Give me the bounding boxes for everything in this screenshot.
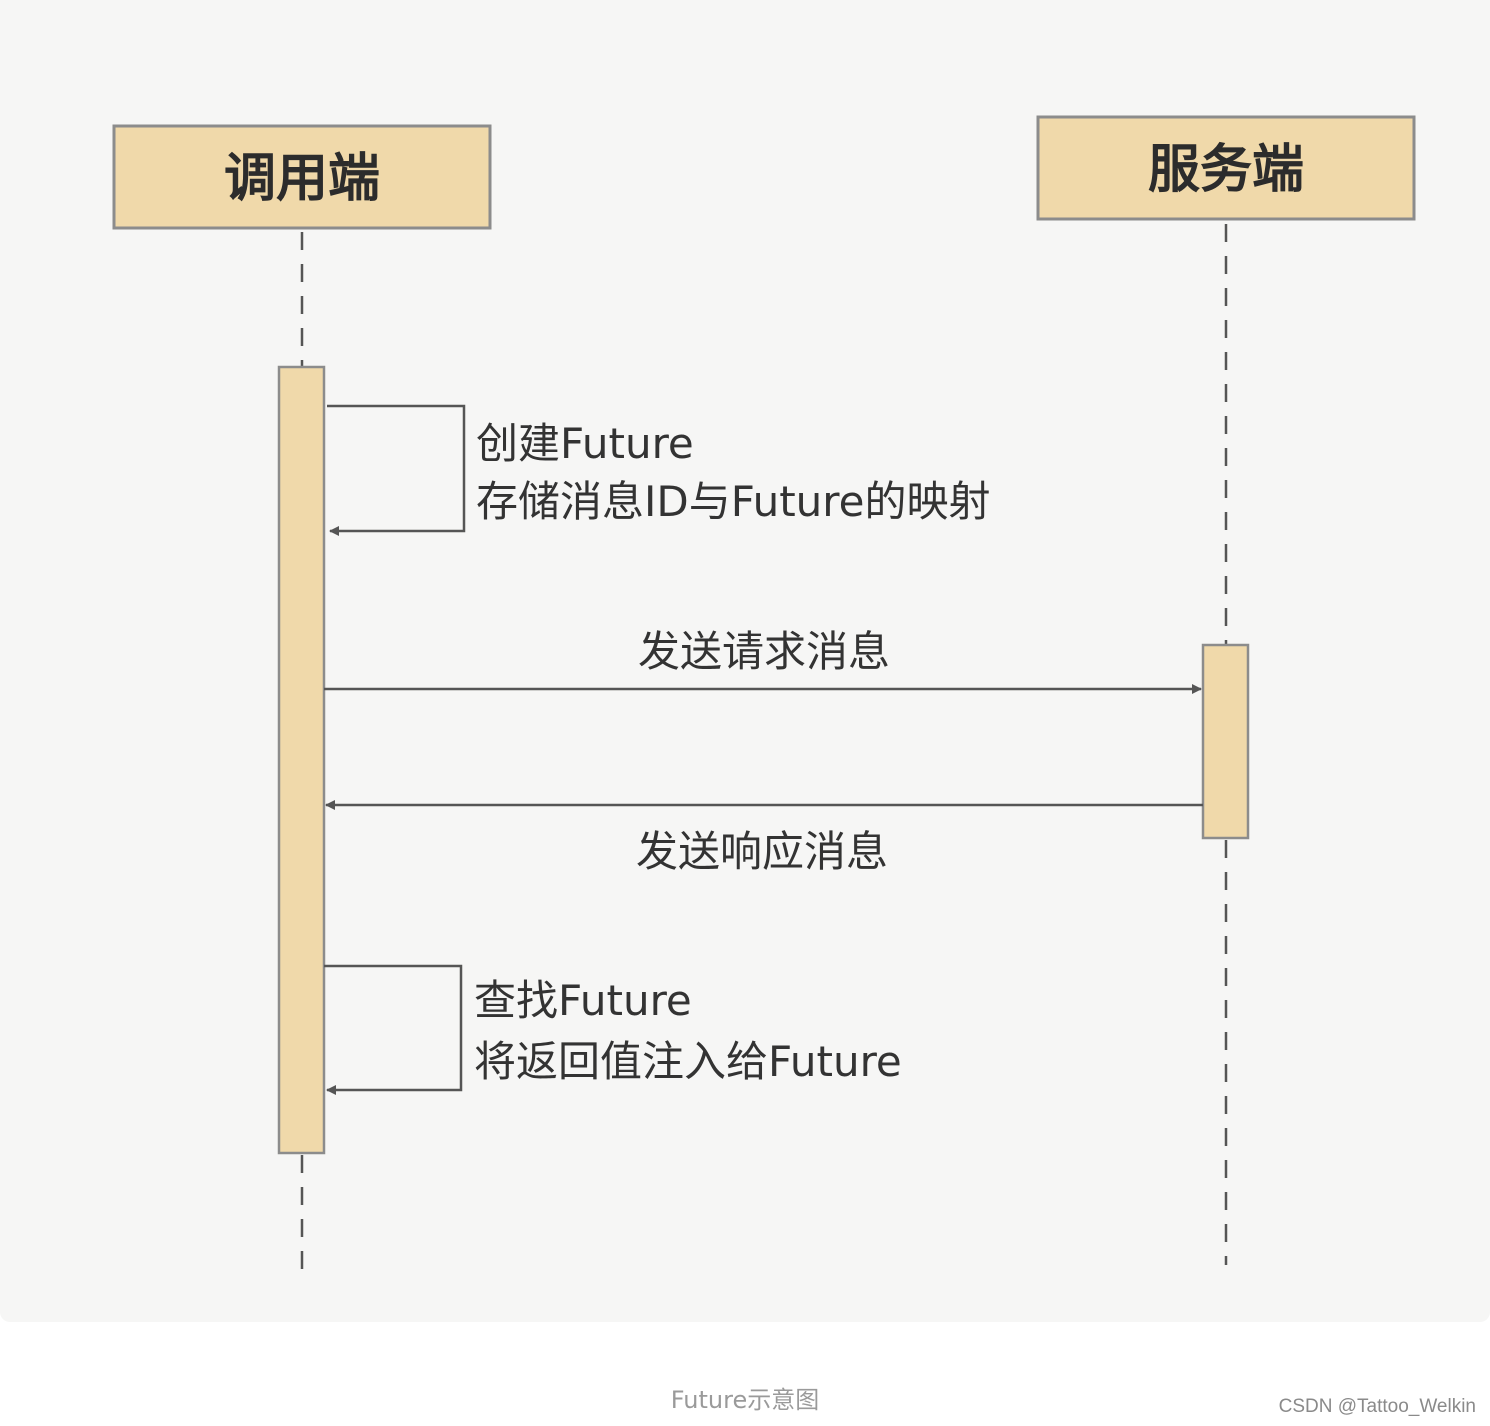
sequence-diagram: 调用端 服务端 创建Future 存储消息ID与Future的映射 发送请求消息… <box>112 115 1416 1275</box>
participant-caller-label: 调用端 <box>224 149 380 209</box>
request-label: 发送请求消息 <box>638 627 890 676</box>
participant-server: 服务端 <box>1036 115 1416 221</box>
watermark: CSDN @Tattoo_Welkin <box>1278 1396 1476 1417</box>
diagram-panel: 调用端 服务端 创建Future 存储消息ID与Future的映射 发送请求消息… <box>112 115 1416 1275</box>
server-activation-bar <box>1201 643 1250 840</box>
participant-server-box <box>1036 115 1416 221</box>
participant-server-label: 服务端 <box>1148 140 1304 200</box>
figure-caption: Future示意图 <box>670 1386 820 1414</box>
self-call-1-line1: 创建Future <box>476 419 694 468</box>
participant-caller: 调用端 <box>112 124 492 230</box>
participant-caller-box <box>112 124 492 230</box>
caller-activation-bar <box>277 365 326 1155</box>
self-call-2-line1: 查找Future <box>474 976 692 1025</box>
self-call-2-arrow <box>324 964 463 1095</box>
response-label: 发送响应消息 <box>636 827 888 876</box>
self-call-1-line2: 存储消息ID与Future的映射 <box>476 477 990 526</box>
self-call-1-arrow <box>327 404 466 536</box>
self-call-2-line2: 将返回值注入给Future <box>474 1037 902 1086</box>
